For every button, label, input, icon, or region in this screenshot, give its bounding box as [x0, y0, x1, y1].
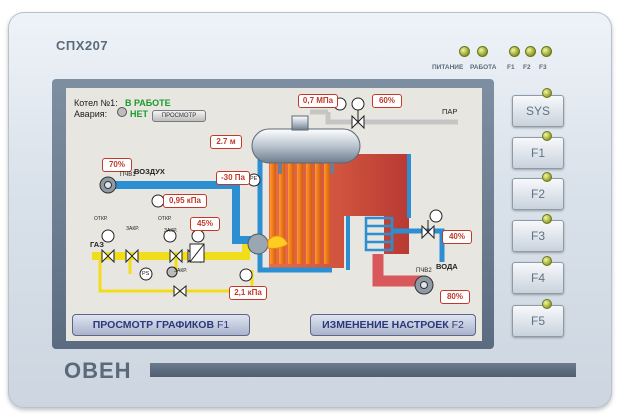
water-valve-value: 40% — [442, 230, 472, 244]
burner — [247, 233, 269, 255]
f3-led — [541, 46, 552, 57]
f5-led-side — [542, 299, 552, 309]
work-led — [477, 46, 488, 57]
sys-button[interactable]: SYS — [512, 95, 564, 127]
alarm-state: НЕТ — [130, 109, 148, 119]
view-graphs-label: ПРОСМОТР ГРАФИКОВ — [92, 319, 215, 331]
boiler-state: В РАБОТЕ — [125, 98, 171, 108]
screen: Котел №1: В РАБОТЕ Авария: НЕТ ПРОСМОТР … — [66, 88, 482, 341]
model-label: СПХ207 — [56, 38, 109, 53]
change-settings-button[interactable]: ИЗМЕНЕНИЕ НАСТРОЕК F2 — [310, 314, 476, 336]
gauges — [101, 97, 443, 282]
fan-2 — [414, 275, 434, 295]
change-settings-label: ИЗМЕНЕНИЕ НАСТРОЕК — [322, 319, 449, 331]
open-label-2: ОТКР. — [158, 216, 172, 222]
air-pressure-value: 0,95 кПа — [163, 194, 207, 208]
bottom-bar — [150, 363, 576, 377]
fan2-speed-value: 80% — [440, 290, 470, 304]
tube-bank — [270, 160, 330, 264]
flue-duct — [372, 254, 424, 287]
f2-led-label: F2 — [523, 64, 531, 71]
ps-label: PS — [142, 271, 150, 277]
water-pipe — [414, 228, 445, 262]
steam-pipe — [325, 112, 458, 125]
f1-led — [509, 46, 520, 57]
economizer-coil — [364, 216, 394, 252]
close-label-1: ЗАКР. — [126, 226, 140, 232]
f1-led-side — [542, 131, 552, 141]
steam-valve — [351, 110, 365, 130]
f4-button[interactable]: F4 — [512, 262, 564, 294]
sys-led — [542, 88, 552, 98]
f4-led-side — [542, 256, 552, 266]
view-button[interactable]: ПРОСМОТР — [152, 110, 206, 122]
gas-valve-1 — [101, 248, 183, 264]
power-led-label: ПИТАНИЕ — [432, 64, 464, 71]
gas-valve-value: 45% — [190, 217, 220, 231]
f2-led — [525, 46, 536, 57]
alarm-label: Авария: — [74, 109, 108, 119]
fan1-speed-value: 70% — [102, 158, 132, 172]
steam-valve-value: 60% — [372, 94, 402, 108]
steam-pressure-value: 0,7 МПа — [298, 94, 338, 108]
steam-label: ПАР — [442, 107, 458, 116]
gas-pressure-value: 2,1 кПа — [229, 286, 267, 300]
boiler-label: Котел №1: — [74, 98, 118, 108]
f1-led-label: F1 — [507, 64, 515, 71]
f3-button[interactable]: F3 — [512, 220, 564, 252]
close-label-2: ЗАКР. — [164, 228, 178, 234]
water-label: ВОДА — [436, 262, 458, 271]
boiler-body — [269, 154, 409, 268]
gas-label: ГАЗ — [90, 240, 104, 249]
brand-logo: ОВЕН — [64, 358, 132, 383]
fan-1 — [99, 176, 117, 194]
alarm-indicator — [117, 107, 127, 117]
air-duct — [114, 181, 252, 244]
fan1-label: ПЧВ1 — [120, 172, 136, 178]
f2-led-side — [542, 172, 552, 182]
pe-label: PE — [250, 176, 258, 182]
change-settings-key: F2 — [451, 319, 464, 331]
close-label-3: ЗАКР. — [174, 268, 188, 274]
draft-value: -30 Па — [216, 171, 250, 185]
work-led-label: РАБОТА — [470, 64, 497, 71]
f1-button[interactable]: F1 — [512, 137, 564, 169]
process-diagram — [92, 97, 458, 298]
fan2-label: ПЧВ2 — [416, 268, 432, 274]
flame — [267, 235, 289, 249]
f5-button[interactable]: F5 — [512, 305, 564, 337]
air-label: ВОЗДУХ — [134, 167, 165, 176]
f3-led-label: F3 — [539, 64, 547, 71]
open-label-1: ОТКР. — [94, 216, 108, 222]
steam-drum — [251, 115, 361, 174]
level-value: 2.7 м — [210, 135, 242, 149]
water-valve — [421, 220, 435, 240]
view-graphs-button[interactable]: ПРОСМОТР ГРАФИКОВ F1 — [72, 314, 250, 336]
f3-led-side — [542, 214, 552, 224]
f2-button[interactable]: F2 — [512, 178, 564, 210]
view-graphs-key: F1 — [216, 319, 230, 331]
power-led — [459, 46, 470, 57]
